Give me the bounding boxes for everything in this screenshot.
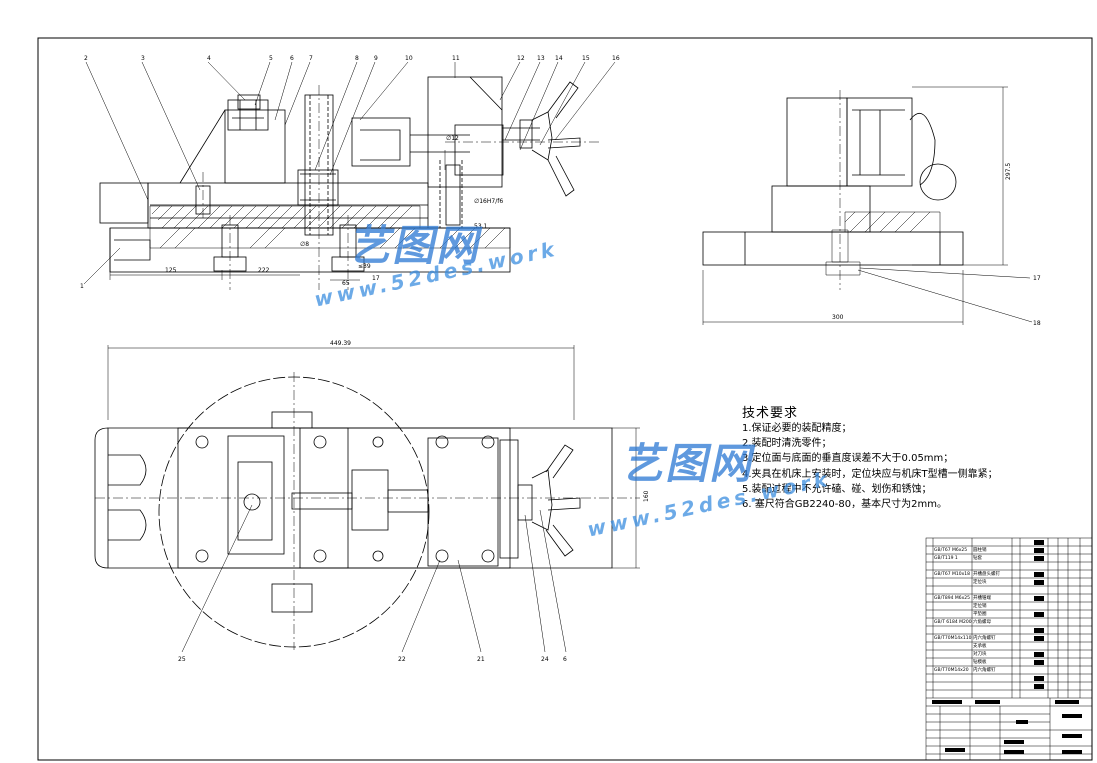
dim-front-2: 222 bbox=[258, 267, 270, 274]
front-view bbox=[83, 61, 616, 290]
bom-code-4: GB/T67 M10x18 bbox=[934, 571, 970, 577]
dim-plan-width: 449.39 bbox=[330, 340, 351, 347]
balloon-6: 6 bbox=[290, 55, 294, 62]
bom-name-12: 内六角螺钉 bbox=[973, 634, 996, 641]
requirement-item: 2.装配时清洗零件； bbox=[742, 438, 832, 450]
bom-name-1: 圆柱销 bbox=[973, 546, 987, 553]
balloon-6b: 6 bbox=[563, 656, 567, 663]
balloon-1: 1 bbox=[80, 283, 84, 290]
bom-name-2: 钻套 bbox=[973, 554, 982, 561]
sheet-border bbox=[37, 37, 1093, 761]
bom-name-9: 平垫圈 bbox=[973, 610, 987, 617]
bom-code-12: GB/T70M14x110 bbox=[934, 635, 972, 641]
balloon-3: 3 bbox=[141, 55, 145, 62]
balloon-2: 2 bbox=[84, 55, 88, 62]
balloon-25: 25 bbox=[178, 656, 186, 663]
dim-side-width: 300 bbox=[832, 314, 844, 321]
balloon-24: 24 bbox=[541, 656, 549, 663]
bom-code-1: GB/T67 M6x25 bbox=[934, 547, 967, 553]
balloon-18: 18 bbox=[1033, 320, 1041, 327]
bom-name-4: 开槽盘头螺钉 bbox=[973, 570, 1000, 577]
balloon-10: 10 bbox=[405, 55, 413, 62]
dim-front-5: ≤39 bbox=[358, 263, 371, 270]
dim-side-height: 297.5 bbox=[1005, 163, 1012, 180]
bom-name-13: 支承板 bbox=[973, 642, 987, 649]
bom-name-5: 定位块 bbox=[973, 578, 987, 585]
requirement-item: 4.夹具在机床上安装时，定位块应与机床T型槽一侧靠紧； bbox=[742, 468, 998, 480]
balloon-9: 9 bbox=[374, 55, 378, 62]
balloon-labels: 2 3 4 5 6 7 8 9 10 11 12 13 14 15 16 1 1… bbox=[80, 55, 1041, 663]
bom-code-7: GB/T894 M6x25 bbox=[934, 595, 970, 601]
dim-plan-height: 160 bbox=[643, 490, 650, 502]
bom-name-15: 钻模板 bbox=[973, 658, 987, 665]
balloon-11: 11 bbox=[452, 55, 460, 62]
dimension-labels: 125 222 65 ∅8 ≤39 17 ∅12 53.1 ∅16H7/f6 2… bbox=[165, 135, 1012, 502]
plan-view bbox=[94, 345, 640, 653]
requirements-title: 技术要求 bbox=[742, 406, 799, 421]
dim-front-3: 65 bbox=[342, 280, 350, 287]
bom-text: GB/T67 M6x25 圆柱销 GB/T119 1 钻套 GB/T67 M10… bbox=[934, 546, 1000, 673]
balloon-17: 17 bbox=[1033, 275, 1041, 282]
bom-name-8: 定位销 bbox=[973, 602, 987, 609]
dim-front-fit: ∅16H7/f6 bbox=[474, 198, 503, 205]
requirement-item: 1.保证必要的装配精度； bbox=[742, 423, 852, 434]
dim-front-7: ∅12 bbox=[446, 135, 459, 142]
requirement-item: 6. 塞尺符合GB2240-80，基本尺寸为2mm。 bbox=[742, 499, 947, 511]
dim-front-8: 53.1 bbox=[474, 223, 488, 230]
balloon-15: 15 bbox=[582, 55, 590, 62]
requirement-item: 3.定位面与底面的垂直度误差不大于0.05mm； bbox=[742, 453, 954, 465]
requirement-item: 5.装配过程中不允许磕、碰、划伤和锈蚀； bbox=[742, 483, 932, 495]
balloon-5: 5 bbox=[269, 55, 273, 62]
balloon-7: 7 bbox=[309, 55, 313, 62]
dim-front-4: ∅8 bbox=[300, 241, 309, 248]
bom-name-10: 六角螺母 bbox=[973, 618, 991, 625]
balloon-13: 13 bbox=[537, 55, 545, 62]
bom-name-7: 开槽锥端 bbox=[973, 594, 991, 601]
balloon-14: 14 bbox=[555, 55, 563, 62]
dim-front-1: 125 bbox=[165, 267, 177, 274]
side-view bbox=[702, 86, 1033, 325]
bom-name-16: 内六角螺钉 bbox=[973, 666, 996, 673]
bom-name-14: 对刀块 bbox=[973, 650, 987, 657]
balloon-12: 12 bbox=[517, 55, 525, 62]
balloon-8: 8 bbox=[355, 55, 359, 62]
balloon-16: 16 bbox=[612, 55, 620, 62]
bom-code-10: GB/T 6184 M200 bbox=[934, 619, 972, 625]
bom-table bbox=[925, 537, 1093, 761]
balloon-22: 22 bbox=[398, 656, 406, 663]
bom-code-16: GB/T70M14x20 bbox=[934, 667, 969, 673]
balloon-4: 4 bbox=[207, 55, 211, 62]
requirements-list: 1.保证必要的装配精度； 2.装配时清洗零件； 3.定位面与底面的垂直度误差不大… bbox=[742, 421, 998, 512]
bom-code-2: GB/T119 1 bbox=[934, 555, 958, 561]
dim-front-6: 17 bbox=[372, 275, 380, 282]
balloon-21: 21 bbox=[477, 656, 485, 663]
